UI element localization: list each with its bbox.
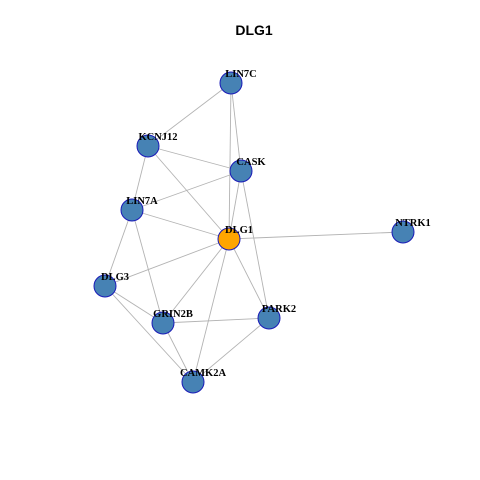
edge-dlg1-ntrk1: [228, 231, 404, 240]
edge-cask-lin7a: [131, 170, 242, 211]
node-dlg1: [217, 227, 241, 251]
node-label-lin7c: LIN7C: [225, 69, 257, 80]
edges-layer: [104, 82, 404, 383]
node-ntrk1: [391, 220, 415, 244]
edge-lin7c-cask: [230, 82, 242, 172]
edge-dlg1-camk2a: [192, 238, 230, 383]
node-lin7c: [219, 71, 243, 95]
edge-cask-dlg1: [228, 170, 242, 240]
node-label-dlg3: DLG3: [101, 272, 129, 283]
edge-kcnj12-dlg1: [147, 145, 230, 240]
edge-lin7c-kcnj12: [147, 82, 232, 147]
edge-lin7a-dlg3: [104, 209, 133, 287]
node-park2: [257, 306, 281, 330]
edge-cask-park2: [240, 170, 270, 319]
edge-dlg1-dlg3: [104, 238, 230, 287]
edge-dlg3-camk2a: [104, 285, 194, 383]
edge-dlg1-grin2b: [162, 238, 230, 324]
node-kcnj12: [136, 134, 160, 158]
node-label-kcnj12: KCNJ12: [138, 132, 177, 143]
node-label-ntrk1: NTRK1: [395, 218, 431, 229]
node-dlg3: [93, 274, 117, 298]
node-label-camk2a: CAMK2A: [180, 368, 226, 379]
node-label-dlg1: DLG1: [225, 225, 253, 236]
edge-lin7a-grin2b: [131, 209, 164, 324]
node-camk2a: [181, 370, 205, 394]
node-label-park2: PARK2: [262, 304, 296, 315]
edge-lin7a-dlg1: [131, 209, 230, 240]
graph-title: DLG1: [235, 22, 273, 38]
edge-lin7c-dlg1: [228, 82, 232, 240]
edge-dlg1-park2: [228, 238, 270, 319]
edge-park2-camk2a: [192, 317, 270, 383]
edge-kcnj12-cask: [147, 145, 242, 172]
node-label-grin2b: GRIN2B: [153, 309, 193, 320]
edge-grin2b-park2: [162, 317, 270, 324]
node-label-lin7a: LIN7A: [126, 196, 158, 207]
node-lin7a: [120, 198, 144, 222]
node-label-cask: CASK: [236, 157, 266, 168]
node-cask: [229, 159, 253, 183]
node-grin2b: [151, 311, 175, 335]
nodes-layer: [93, 71, 415, 394]
